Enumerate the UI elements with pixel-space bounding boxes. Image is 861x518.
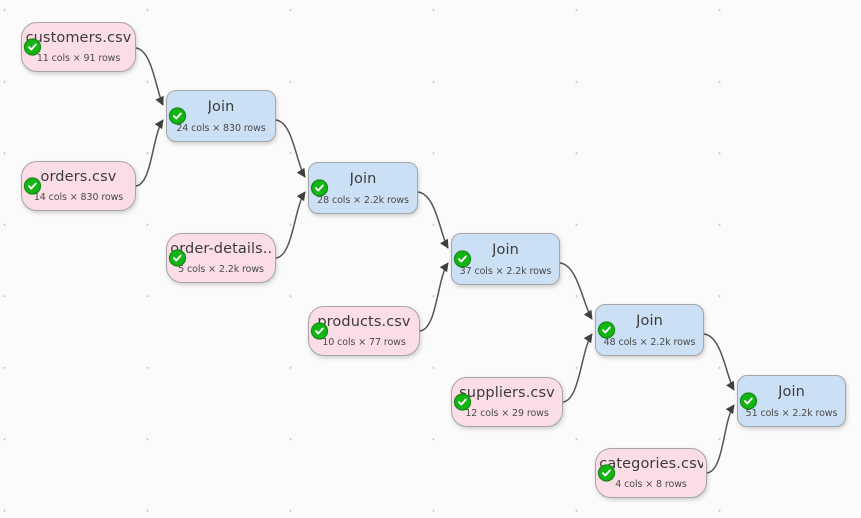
node-row-count: 10 cols × 77 rows bbox=[322, 337, 406, 348]
check-icon bbox=[740, 392, 757, 410]
check-icon bbox=[598, 321, 615, 339]
node-row-count: 48 cols × 2.2k rows bbox=[603, 336, 696, 348]
pipeline-node-join1[interactable]: Join 24 cols × 830 rows bbox=[166, 90, 276, 142]
check-icon bbox=[24, 38, 41, 56]
check-icon bbox=[169, 249, 186, 267]
node-row-count: 37 cols × 2.2k rows bbox=[459, 265, 552, 277]
pipeline-node-products[interactable]: products.csv 10 cols × 77 rows bbox=[308, 306, 420, 356]
node-row-count: 28 cols × 2.2k rows bbox=[317, 194, 409, 206]
pipeline-node-join4[interactable]: Join 48 cols × 2.2k rows bbox=[595, 304, 704, 356]
check-icon bbox=[169, 107, 186, 125]
pipeline-node-customers[interactable]: customers.csv 11 cols × 91 rows bbox=[21, 22, 136, 72]
node-row-count: 5 cols × 2.2k rows bbox=[178, 264, 264, 275]
node-title: customers.csv bbox=[25, 30, 132, 46]
node-title: products.csv bbox=[317, 314, 411, 330]
pipeline-node-categories[interactable]: categories.csv 4 cols × 8 rows bbox=[595, 448, 707, 498]
check-icon bbox=[454, 250, 471, 268]
node-title: Join bbox=[778, 383, 805, 400]
node-title: Join bbox=[492, 241, 519, 258]
node-title: orders.csv bbox=[40, 169, 117, 185]
check-icon bbox=[598, 464, 615, 482]
check-icon bbox=[311, 322, 328, 340]
pipeline-edge bbox=[419, 262, 449, 332]
node-row-count: 24 cols × 830 rows bbox=[176, 122, 266, 134]
check-icon bbox=[454, 393, 471, 411]
node-title: Join bbox=[636, 312, 663, 329]
pipeline-edge bbox=[275, 191, 306, 259]
pipeline-node-join2[interactable]: Join 28 cols × 2.2k rows bbox=[308, 162, 418, 214]
pipeline-edge bbox=[275, 119, 306, 178]
check-icon bbox=[24, 177, 41, 195]
node-title: order-details.... bbox=[170, 241, 272, 257]
node-title: Join bbox=[349, 170, 377, 187]
pipeline-edge bbox=[135, 119, 164, 187]
node-row-count: 12 cols × 29 rows bbox=[465, 408, 549, 419]
pipeline-node-order-details[interactable]: order-details.... 5 cols × 2.2k rows bbox=[166, 233, 276, 283]
pipeline-edge bbox=[562, 333, 593, 403]
node-row-count: 11 cols × 91 rows bbox=[36, 53, 121, 64]
pipeline-node-join3[interactable]: Join 37 cols × 2.2k rows bbox=[451, 233, 560, 285]
node-title: suppliers.csv bbox=[459, 385, 555, 401]
node-row-count: 51 cols × 2.2k rows bbox=[745, 407, 838, 419]
node-title: Join bbox=[207, 98, 235, 115]
pipeline-node-join5[interactable]: Join 51 cols × 2.2k rows bbox=[737, 375, 846, 427]
pipeline-node-suppliers[interactable]: suppliers.csv 12 cols × 29 rows bbox=[451, 377, 563, 427]
node-row-count: 4 cols × 8 rows bbox=[615, 479, 687, 490]
pipeline-edge bbox=[135, 47, 164, 106]
pipeline-edge bbox=[559, 262, 593, 320]
node-title: categories.csv bbox=[599, 456, 703, 472]
node-row-count: 14 cols × 830 rows bbox=[33, 192, 124, 203]
check-icon bbox=[311, 179, 328, 197]
pipeline-node-orders[interactable]: orders.csv 14 cols × 830 rows bbox=[21, 161, 136, 211]
pipeline-edge bbox=[417, 191, 449, 249]
pipeline-edge bbox=[703, 333, 735, 391]
pipeline-edge bbox=[706, 404, 735, 474]
